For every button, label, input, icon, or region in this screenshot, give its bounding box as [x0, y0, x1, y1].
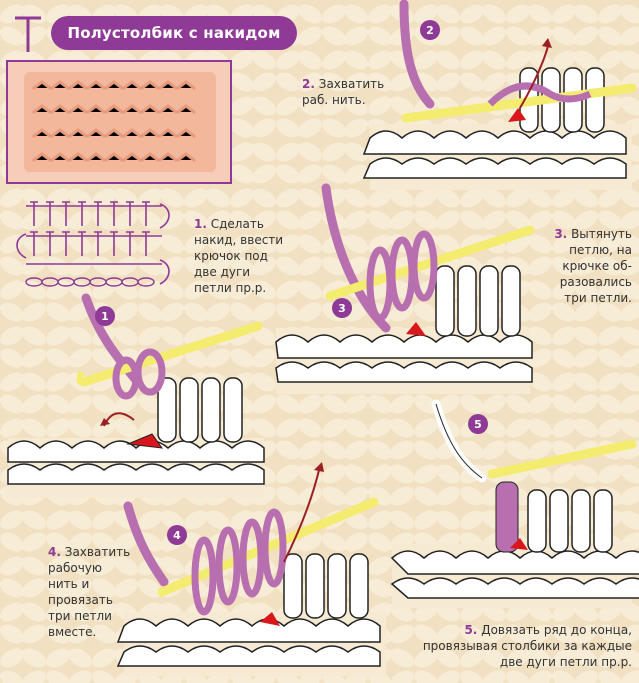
- step-2-note: 2. Захватить раб. нить.: [302, 76, 394, 108]
- step-2-badge: 2: [420, 20, 440, 40]
- step-5-badge: 5: [468, 414, 488, 434]
- step-3-badge: 3: [332, 298, 352, 318]
- step-3-text: Вытянуть петлю, на крючке об- разовались…: [559, 227, 632, 305]
- step-4-note: 4. Захватить рабочую нить и провязать тр…: [48, 544, 134, 640]
- step-3-illustration: [275, 183, 535, 394]
- page-title: Полустолбик с накидом: [51, 16, 297, 50]
- step-5-note: 5. Довязать ряд до конца, провязывая сто…: [410, 622, 632, 670]
- step-4-illustration: [116, 462, 386, 676]
- step-4-number: 4.: [48, 545, 61, 559]
- step-3-note: 3. Вытянуть петлю, на крючке об- разовал…: [540, 226, 632, 306]
- step-1-illustration: [7, 293, 265, 498]
- step-4-badge: 4: [167, 525, 187, 545]
- step-4-text: Захватить рабочую нить и провязать три п…: [48, 545, 131, 639]
- step-1-text: Сделать накид, ввести крючок под две дуг…: [194, 217, 284, 295]
- step-1-note: 1. Сделать накид, ввести крючок под две …: [194, 216, 286, 296]
- step-2-number: 2.: [302, 77, 315, 91]
- step-1-number: 1.: [194, 217, 207, 231]
- half-double-crochet-symbol-icon: [15, 16, 41, 52]
- step-1-badge: 1: [95, 306, 115, 326]
- stitch-chart: [16, 201, 170, 287]
- step-2-text: Захватить раб. нить.: [302, 77, 385, 107]
- step-5-number: 5.: [464, 623, 478, 637]
- step-3-number: 3.: [554, 227, 568, 241]
- step-5-text: Довязать ряд до конца, провязывая столби…: [422, 623, 632, 669]
- step-2-illustration: [362, 0, 637, 190]
- swatch-photo: [6, 60, 232, 184]
- step-5-illustration: [390, 399, 639, 608]
